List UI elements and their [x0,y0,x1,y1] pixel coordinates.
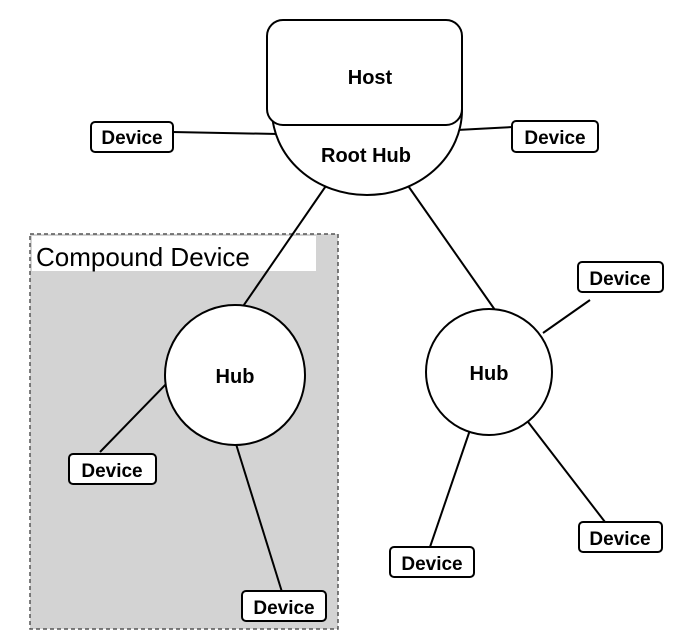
link-root-device-right [456,126,514,131]
link-hubleft-device-bottom [235,443,283,593]
link-hubright-device-top [542,299,591,334]
link-root-device-left [171,131,279,135]
connections [99,126,606,593]
link-root-hub-right [403,179,496,311]
hub-right-circle [425,308,553,436]
host-box [266,19,463,126]
device-box [389,546,475,578]
device-compound-bottom: Device [241,590,327,622]
device-label: Device [589,529,650,550]
device-label: Device [81,461,142,482]
link-hubright-device-bl [429,429,471,548]
root-hub-shape [270,109,464,196]
compound-device-group: Compound Device [29,233,339,630]
hub-right-label: Hub [470,363,509,385]
device-label: Device [253,598,314,619]
host-label: Host [348,67,393,89]
device-box [90,121,174,153]
compound-device-box [29,233,339,630]
device-label: Device [524,128,585,149]
hub-left-circle [164,304,306,446]
device-box [241,590,327,622]
device-box [578,521,663,553]
device-top-left: Device [90,121,174,153]
compound-device-label: Compound Device [36,242,250,272]
host-node: Host Root Hub [266,19,464,196]
device-label: Device [589,269,650,290]
device-box [577,261,664,293]
device-right-bottom-left: Device [389,546,475,578]
device-box [68,453,157,485]
link-hubright-device-br [514,404,606,523]
device-top-right: Device [511,120,599,153]
device-label: Device [101,128,162,149]
link-root-hub-left [236,179,331,316]
link-hubleft-device-left [99,379,171,453]
device-right-bottom-right: Device [578,521,663,553]
device-compound-left: Device [68,453,157,485]
hub-right-node: Hub [425,308,553,436]
hub-left-node: Hub [164,304,306,446]
device-label: Device [401,554,462,575]
device-box [511,120,599,153]
root-hub-label: Root Hub [321,145,411,167]
hub-left-label: Hub [216,366,255,388]
compound-device-label-bg [32,236,316,271]
device-right-top: Device [577,261,664,293]
